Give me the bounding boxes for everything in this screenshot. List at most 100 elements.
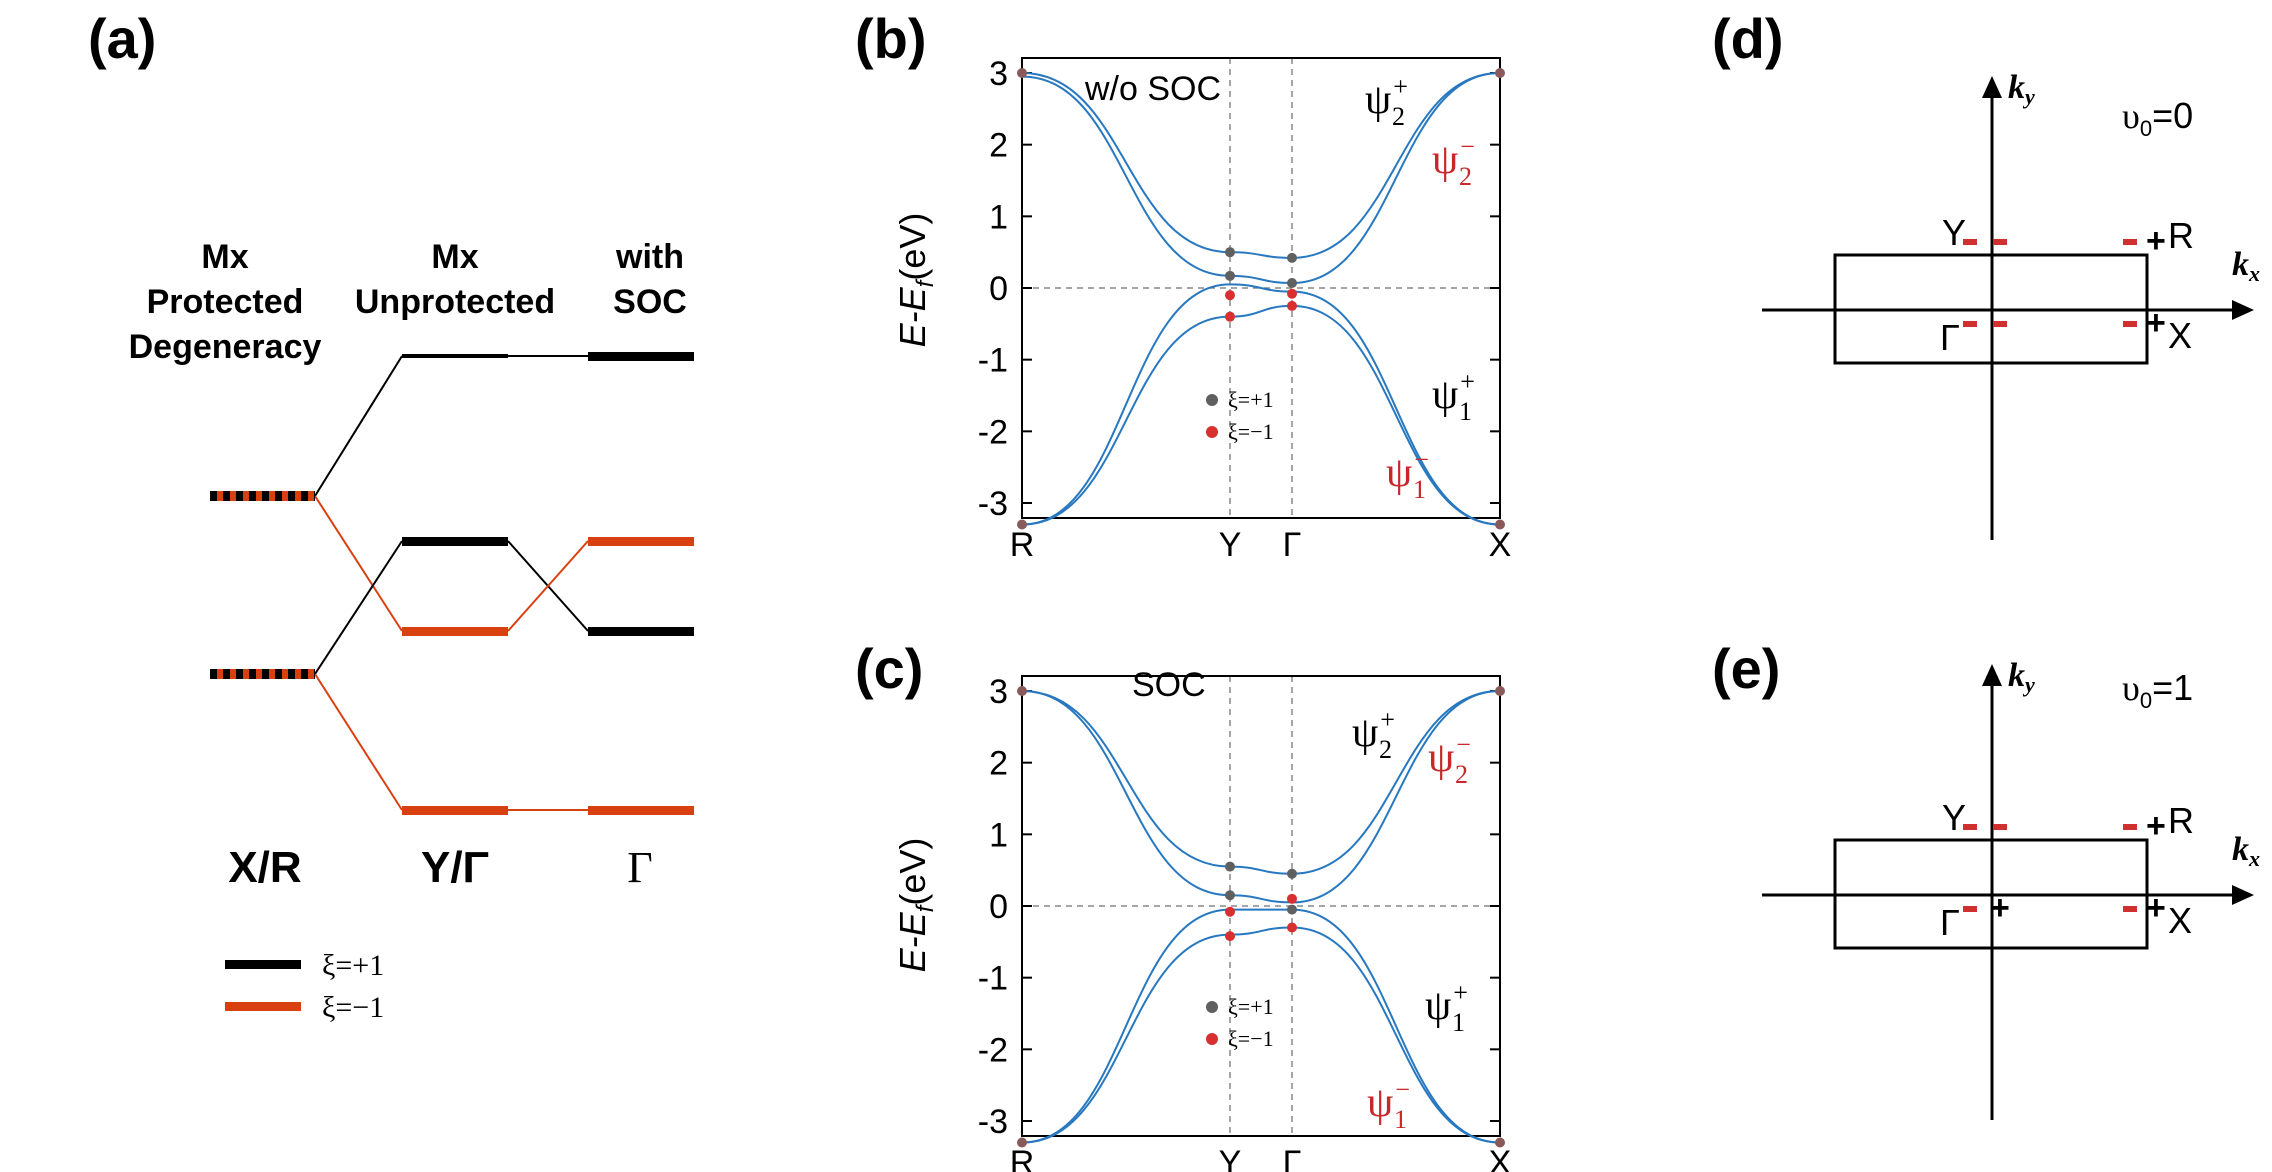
legend-b: ξ=+1 ξ=−1 [1206, 387, 1274, 444]
corner-dot [1017, 686, 1027, 696]
band-curve [1021, 72, 1501, 259]
xtick-label: Γ [1283, 526, 1302, 564]
ytick-label: -2 [978, 1031, 1008, 1069]
band-curve [1021, 926, 1501, 1144]
legend-marker [1206, 394, 1218, 406]
corner-dot [1017, 68, 1027, 78]
panel-d: (d) kx ky υ0=0 Y R Γ X + + [1712, 7, 2260, 540]
band-curve [1021, 690, 1501, 875]
kx-label-d: kx [2232, 246, 2260, 286]
panel-d-label: (d) [1712, 7, 1784, 70]
invariant-e: υ0=1 [2122, 667, 2193, 713]
legend-c: ξ=+1ξ=−1 [1206, 994, 1274, 1051]
parity-dot [1225, 311, 1235, 322]
parity-dot [1225, 890, 1235, 901]
header-left-line2: Protected [147, 283, 304, 321]
panel-c-ylabel: E-Ef(eV) [892, 838, 939, 973]
xtick-label: Y [1219, 1144, 1242, 1172]
xtick-label: X [1489, 526, 1512, 564]
panel-b-ylabel: E-Ef(eV) [892, 213, 939, 348]
level-right-orange [588, 537, 694, 546]
svg-text:+: + [2146, 304, 2166, 342]
ytick-label: 2 [989, 745, 1008, 783]
level-mid-black [402, 537, 508, 546]
legend-a-label-minus: ξ=−1 [322, 991, 384, 1024]
parity-dot [1287, 893, 1297, 904]
level-mid-orange [402, 627, 508, 636]
svg-text:+: + [2146, 889, 2166, 927]
corner-dot [1017, 519, 1027, 530]
corner-dot [1495, 519, 1505, 530]
legend-label: ξ=+1 [1228, 387, 1274, 412]
parity-dot [1225, 861, 1235, 872]
level-right-top [588, 352, 694, 361]
panel-a-label: (a) [88, 7, 156, 70]
legend-a-swatch-minus [225, 1002, 301, 1011]
point-R-e: R [2168, 800, 2194, 841]
ytick-label: 3 [989, 55, 1008, 93]
level-right-bottom [588, 806, 694, 815]
ytick-label: 1 [989, 198, 1008, 236]
parity-dot [1287, 252, 1297, 263]
corner-dot [1017, 1137, 1027, 1148]
kx-arrow-icon [2232, 885, 2254, 905]
header-left-line1: Mx [201, 238, 248, 276]
legend-a-label-plus: ξ=+1 [322, 949, 384, 982]
header-mid-line1: Mx [431, 238, 478, 276]
point-X-d: X [2168, 315, 2192, 356]
annotation-wo-soc: w/o SOC [1084, 70, 1221, 108]
ytick-label: -2 [978, 413, 1008, 451]
annotation-soc: SOC [1132, 666, 1206, 704]
bottom-label-yg: Y/Γ [421, 843, 489, 892]
band-curve [1021, 908, 1501, 1144]
band-label-psi: ψ+1 [1432, 367, 1475, 426]
legend-marker [1206, 426, 1218, 438]
legend-marker [1206, 1033, 1218, 1045]
point-G-e: Γ [1940, 902, 1960, 943]
band-label-psi: ψ+2 [1365, 72, 1408, 131]
level-mid-top [402, 354, 508, 358]
panel-b-label: (b) [855, 7, 927, 70]
panel-e-label: (e) [1712, 637, 1780, 700]
parity-signs-e: + + + [1963, 807, 2166, 927]
panel-e: (e) kx ky υ0=1 Y R Γ X + + + [1712, 637, 2260, 1120]
parity-dot [1287, 288, 1297, 299]
point-Y-e: Y [1942, 797, 1966, 838]
bottom-label-g: Γ [627, 843, 652, 892]
ytick-label: -3 [978, 1103, 1008, 1141]
header-mid-line2: Unprotected [355, 283, 555, 321]
legend-a-swatch-plus [225, 960, 301, 969]
legend-label: ξ=−1 [1228, 419, 1274, 444]
parity-dot [1287, 300, 1297, 311]
parity-dot [1287, 904, 1297, 915]
band-label-psi: ψ−1 [1367, 1075, 1410, 1134]
band-label-psi: ψ+1 [1425, 978, 1468, 1037]
level-right-black [588, 627, 694, 636]
band-curve [1021, 690, 1501, 904]
kx-arrow-icon [2232, 300, 2254, 320]
ytick-label: -1 [978, 960, 1008, 998]
header-left-line3: Degeneracy [129, 328, 322, 366]
ky-label-e: ky [2008, 657, 2035, 697]
band-label-psi: ψ−2 [1432, 132, 1475, 191]
corner-dot [1495, 1137, 1505, 1148]
level-mid-bottom [402, 806, 508, 815]
svg-text:+: + [2146, 222, 2166, 260]
xtick-label: X [1489, 1144, 1512, 1172]
ytick-label: 2 [989, 127, 1008, 165]
parity-dot [1287, 277, 1297, 288]
corner-dot [1495, 68, 1505, 78]
header-right-line1: with [615, 238, 684, 276]
parity-dot [1225, 931, 1235, 942]
ytick-label: -3 [978, 485, 1008, 523]
legend-marker [1206, 1001, 1218, 1013]
band-curve [1021, 283, 1501, 526]
svg-text:+: + [1990, 889, 2010, 927]
legend-a: ξ=+1 ξ=−1 [225, 949, 384, 1024]
band-curve [1021, 304, 1501, 526]
